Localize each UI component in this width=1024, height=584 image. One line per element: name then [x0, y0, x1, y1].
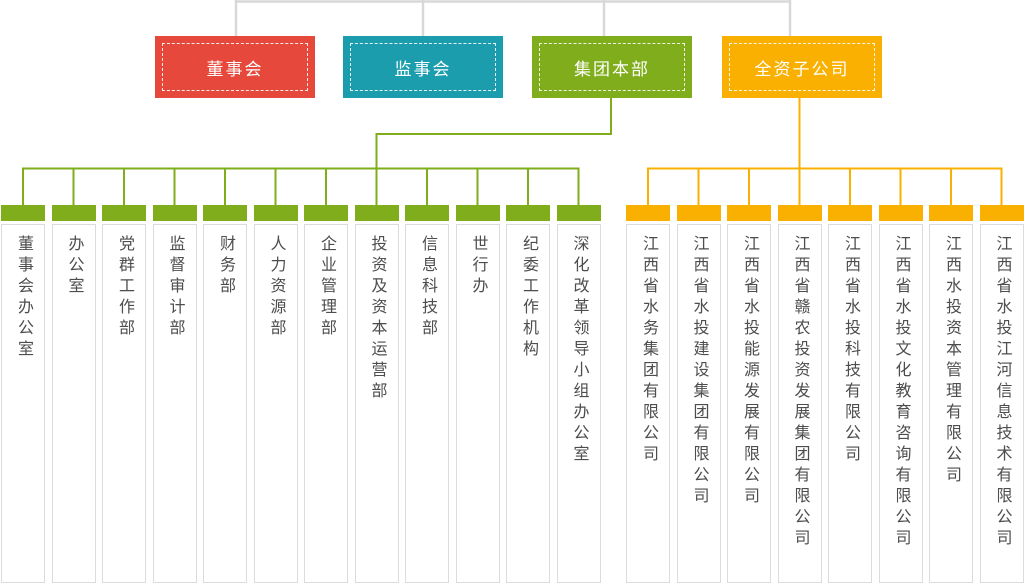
- subsidiary-column-label: 江西省水投建设集团有限公司: [690, 235, 708, 508]
- dept-column-label: 办公室: [65, 235, 83, 298]
- subsidiary-column-label: 江西省赣农投资发展集团有限公司: [791, 235, 809, 550]
- dept-column-body: 深化改革领导小组办公室: [556, 224, 601, 583]
- subsidiary-column-label: 江西省水投江河信息技术有限公司: [993, 235, 1011, 550]
- dept-column-label: 企业管理部: [318, 235, 335, 340]
- dept-column-label: 人力资源部: [267, 235, 285, 340]
- subsidiary-column-1: 江西省水务集团有限公司: [626, 205, 670, 583]
- subsidiary-column-label: 江西省水投文化教育咨询有限公司: [892, 235, 910, 550]
- subsidiary-column-body: 江西省水投能源发展有限公司: [727, 224, 771, 583]
- subsidiary-column-body: 江西省水务集团有限公司: [626, 224, 670, 583]
- dept-column-body: 企业管理部: [304, 224, 348, 583]
- dept-column-10: 世行办: [455, 205, 500, 583]
- top-node-label: 董事会: [206, 59, 264, 79]
- top-node-label: 全资子公司: [754, 59, 850, 79]
- dept-column-12: 深化改革领导小组办公室: [556, 205, 601, 583]
- dept-column-header: [304, 205, 348, 221]
- subsidiary-column-2: 江西省水投建设集团有限公司: [676, 205, 721, 583]
- subsidiary-column-header: [878, 205, 923, 221]
- dept-column-label: 纪委工作机构: [520, 235, 537, 361]
- dept-column-label: 投资及资本运营部: [368, 235, 386, 403]
- subsidiary-column-6: 江西省水投文化教育咨询有限公司: [878, 205, 923, 583]
- dept-column-11: 纪委工作机构: [506, 205, 550, 583]
- dept-column-header: [152, 205, 197, 221]
- top-node-board-of-directors: 董事会: [155, 36, 315, 98]
- dept-column-label: 财务部: [217, 235, 234, 298]
- top-node-group-headquarters: 集团本部: [532, 36, 692, 98]
- dept-column-header: [556, 205, 601, 221]
- subsidiary-column-header: [727, 205, 771, 221]
- subsidiary-column-header: [626, 205, 670, 221]
- subsidiary-column-body: 江西省水投科技有限公司: [828, 224, 872, 583]
- subsidiary-column-4: 江西省赣农投资发展集团有限公司: [777, 205, 822, 583]
- subsidiary-column-header: [828, 205, 872, 221]
- subsidiary-column-label: 江西水投资本管理有限公司: [943, 235, 960, 487]
- subsidiary-column-header: [676, 205, 721, 221]
- dept-column-body: 办公室: [51, 224, 96, 583]
- dept-column-body: 监督审计部: [152, 224, 197, 583]
- top-node-supervisory-board: 监事会: [343, 36, 503, 98]
- subsidiary-column-5: 江西省水投科技有限公司: [828, 205, 872, 583]
- dept-column-body: 财务部: [203, 224, 247, 583]
- dept-column-3: 党群工作部: [102, 205, 146, 583]
- subsidiary-column-body: 江西省水投建设集团有限公司: [676, 224, 721, 583]
- dept-column-body: 人力资源部: [253, 224, 298, 583]
- dept-column-5: 财务部: [203, 205, 247, 583]
- dept-column-header: [51, 205, 96, 221]
- dept-column-label: 监督审计部: [166, 235, 184, 340]
- dept-column-body: 投资及资本运营部: [354, 224, 399, 583]
- dept-column-body: 信息科技部: [405, 224, 449, 583]
- dept-column-4: 监督审计部: [152, 205, 197, 583]
- dept-column-header: [203, 205, 247, 221]
- dept-column-label: 信息科技部: [419, 235, 436, 340]
- subsidiary-column-8: 江西省水投江河信息技术有限公司: [979, 205, 1024, 583]
- dept-column-1: 董事会办公室: [1, 205, 45, 583]
- dept-column-label: 深化改革领导小组办公室: [570, 235, 588, 466]
- subsidiary-column-7: 江西水投资本管理有限公司: [929, 205, 973, 583]
- dept-column-2: 办公室: [51, 205, 96, 583]
- subsidiary-column-label: 江西省水务集团有限公司: [640, 235, 657, 466]
- dept-column-label: 世行办: [469, 235, 487, 298]
- subsidiary-column-header: [929, 205, 973, 221]
- subsidiary-column-body: 江西省赣农投资发展集团有限公司: [777, 224, 822, 583]
- subsidiary-column-label: 江西省水投能源发展有限公司: [741, 235, 758, 508]
- dept-column-label: 党群工作部: [116, 235, 133, 340]
- dept-column-7: 企业管理部: [304, 205, 348, 583]
- dept-column-label: 董事会办公室: [15, 235, 32, 361]
- dept-column-8: 投资及资本运营部: [354, 205, 399, 583]
- dept-column-9: 信息科技部: [405, 205, 449, 583]
- subsidiary-column-header: [777, 205, 822, 221]
- subsidiary-column-body: 江西省水投江河信息技术有限公司: [979, 224, 1024, 583]
- subsidiary-column-3: 江西省水投能源发展有限公司: [727, 205, 771, 583]
- dept-column-body: 党群工作部: [102, 224, 146, 583]
- subsidiary-column-body: 江西水投资本管理有限公司: [929, 224, 973, 583]
- subsidiary-column-label: 江西省水投科技有限公司: [842, 235, 859, 466]
- top-node-label: 监事会: [394, 59, 452, 79]
- dept-column-header: [506, 205, 550, 221]
- dept-column-header: [253, 205, 298, 221]
- dept-column-body: 纪委工作机构: [506, 224, 550, 583]
- dept-column-header: [102, 205, 146, 221]
- dept-column-header: [1, 205, 45, 221]
- subsidiary-column-header: [979, 205, 1024, 221]
- dept-column-6: 人力资源部: [253, 205, 298, 583]
- dept-column-header: [455, 205, 500, 221]
- dept-column-header: [354, 205, 399, 221]
- top-node-label: 集团本部: [574, 59, 650, 79]
- dept-column-header: [405, 205, 449, 221]
- dept-column-body: 董事会办公室: [1, 224, 45, 583]
- connector-dept-drop: [375, 98, 612, 169]
- dept-column-body: 世行办: [455, 224, 500, 583]
- top-node-wholly-owned-subsidiaries: 全资子公司: [722, 36, 882, 98]
- subsidiary-column-body: 江西省水投文化教育咨询有限公司: [878, 224, 923, 583]
